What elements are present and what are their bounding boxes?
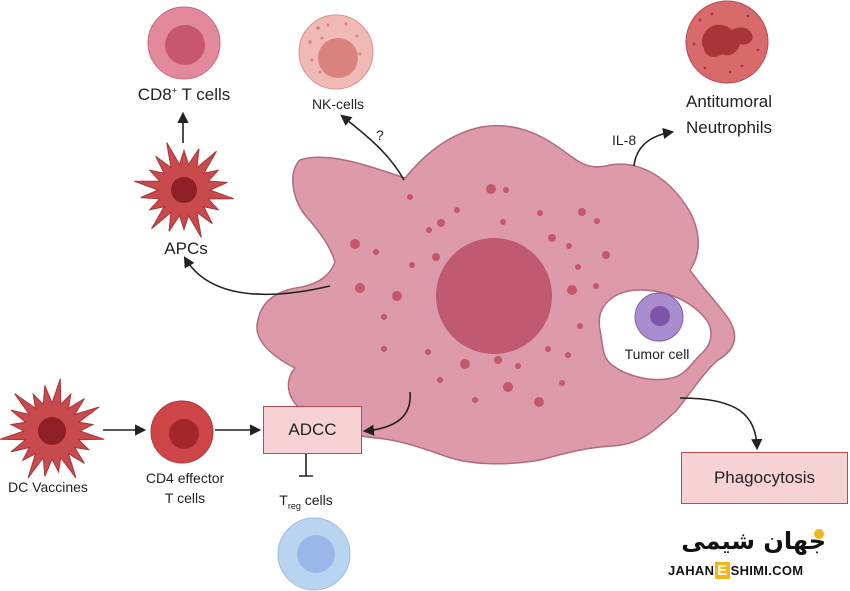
inhibit-adcc-to-treg	[299, 453, 313, 477]
nk-question-label: ?	[376, 127, 384, 143]
nk-cell-nucleus	[318, 38, 358, 78]
cd4-effector-label-line1: CD4 effector	[145, 470, 225, 486]
treg-cells-label: Treg cells	[279, 492, 332, 511]
phagocytosis-label: Phagocytosis	[713, 468, 816, 487]
adcc-label: ADCC	[288, 420, 337, 439]
neutrophils-label: Neutrophils	[686, 118, 772, 137]
cd8-t-cell-nucleus	[165, 25, 205, 65]
watermark-persian-text: جهان شیمی	[681, 527, 826, 555]
apc-cell	[134, 142, 234, 238]
il8-label: IL-8	[612, 132, 637, 148]
antitumoral-label: Antitumoral	[686, 92, 772, 111]
watermark-part1: JAHAN	[668, 562, 715, 578]
treg-label-tail: cells	[300, 492, 333, 508]
neutrophil-granules	[692, 12, 760, 74]
arrow-macrophage-to-nk	[340, 114, 405, 181]
cd8-t-cells-label: CD8+ T cells	[138, 85, 231, 105]
cd8-label-tail: T cells	[177, 85, 231, 104]
arrow-macrophage-to-adcc	[362, 391, 411, 436]
dc-vaccines-label: DC Vaccines	[8, 479, 88, 495]
watermark-e: E	[715, 561, 730, 579]
arrow-macrophage-to-apc	[183, 256, 331, 296]
tumor-cell-label: Tumor cell	[624, 346, 690, 362]
cd8-label-main: CD8	[137, 85, 172, 104]
nk-cell-granules	[308, 22, 362, 74]
neutrophil-nucleus	[701, 24, 753, 57]
cd4-effector-label-line2: T cells	[164, 490, 206, 506]
dc-vaccine-cell	[0, 378, 105, 479]
treg-label-t: T	[279, 492, 288, 508]
arrow-il8-to-neutrophils	[633, 127, 675, 167]
treg-label-subscript: reg	[287, 500, 301, 511]
macrophage-nucleus	[436, 238, 552, 354]
cd4-effector-t-cell-nucleus	[169, 419, 199, 449]
adcc-box: ADCC	[263, 406, 362, 454]
granules	[350, 184, 610, 407]
watermark-accent-dot	[814, 529, 824, 539]
apcs-label: APCs	[164, 239, 208, 258]
phagocytosis-box: Phagocytosis	[681, 452, 848, 504]
nk-cells-label: NK-cells	[311, 96, 365, 112]
arrow-macrophage-to-phagocytosis	[679, 397, 763, 451]
tumor-cell-nucleus	[650, 306, 670, 326]
treg-cell-nucleus	[297, 535, 335, 573]
watermark-part2: SHIMI.COM	[730, 562, 804, 578]
cd8-label-superscript: +	[171, 85, 178, 96]
